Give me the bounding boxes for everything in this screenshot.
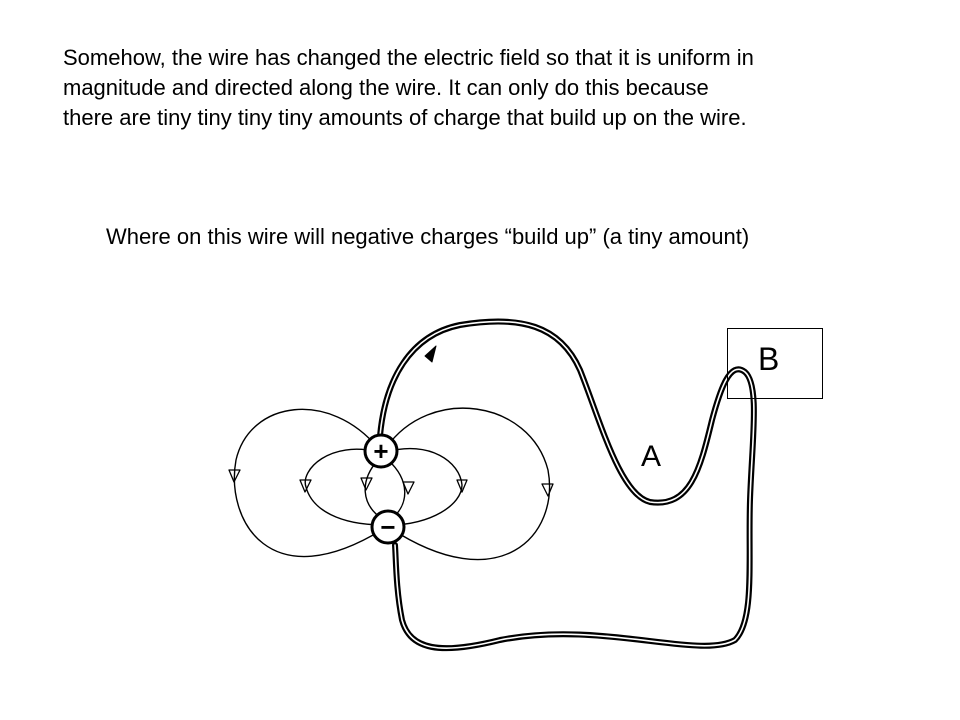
intro-line-2: magnitude and directed along the wire. I…	[63, 75, 709, 100]
question-text: Where on this wire will negative charges…	[106, 224, 750, 249]
arrowhead-icon	[402, 481, 415, 495]
arrowhead-icon	[299, 479, 312, 493]
intro-line-3: there are tiny tiny tiny tiny amounts of…	[63, 105, 747, 130]
wire-arrowhead-icon	[424, 345, 437, 363]
arrowhead-icon	[360, 477, 373, 491]
intro-text: Somehow, the wire has changed the electr…	[63, 43, 943, 133]
arrowhead-icon	[228, 469, 241, 483]
intro-line-1: Somehow, the wire has changed the electr…	[63, 45, 754, 70]
positive-charge-symbol: +	[373, 436, 388, 466]
positive-charge-circle	[363, 433, 399, 469]
field-line-inner-left	[304, 448, 385, 526]
negative-charge-symbol: −	[380, 512, 395, 542]
negative-charge-circle	[370, 509, 406, 545]
arrowhead-icon	[541, 483, 554, 497]
field-line-outer-left	[233, 408, 386, 558]
field-line-outer-right	[385, 407, 551, 561]
label-b-box	[727, 328, 823, 399]
label-b: B	[758, 341, 780, 377]
arrowhead-icon	[456, 479, 468, 493]
label-a: A	[641, 440, 662, 473]
wire	[377, 318, 757, 652]
field-line-inner-right	[385, 447, 463, 526]
wire-inner-stroke	[379, 320, 755, 649]
